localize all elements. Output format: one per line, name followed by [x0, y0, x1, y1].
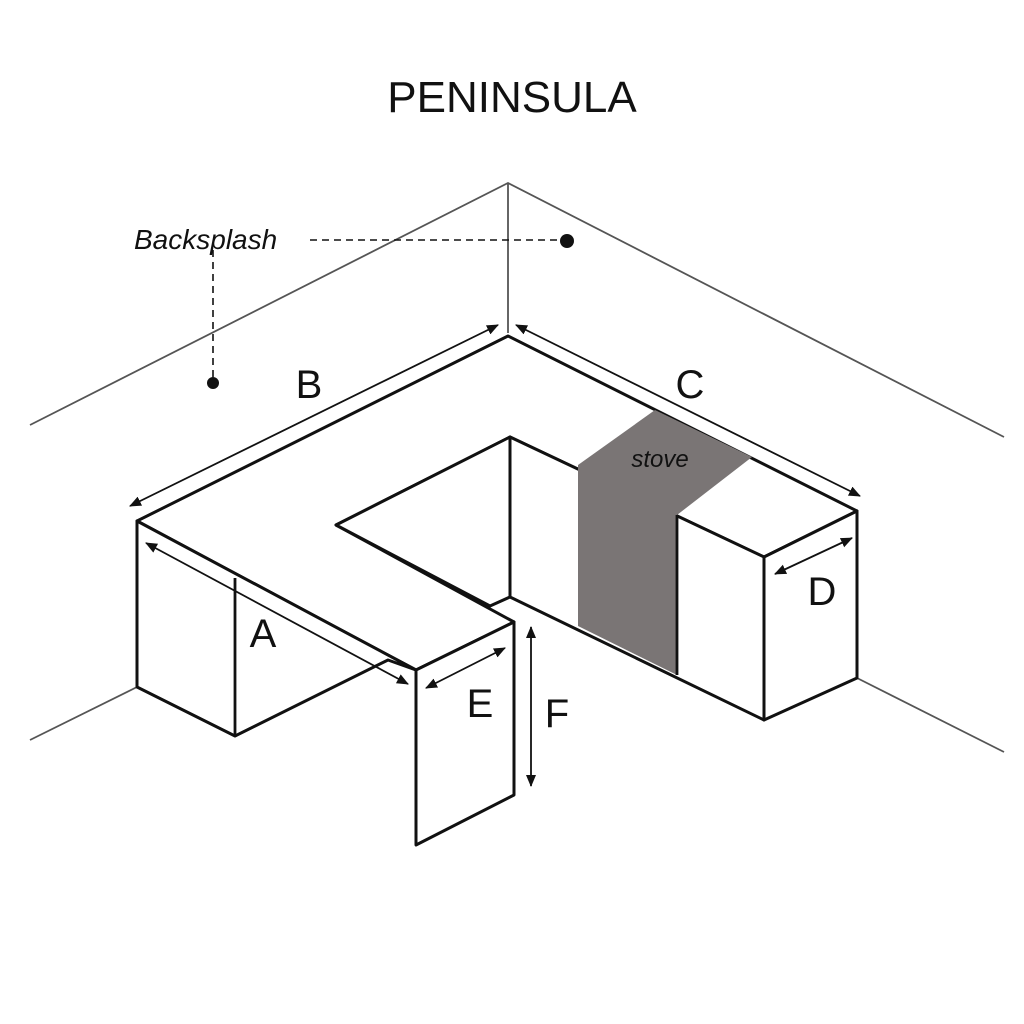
dimension-e-arrow	[425, 647, 506, 689]
backsplash-label: Backsplash	[134, 224, 277, 255]
dimension-d-arrow	[774, 537, 853, 575]
dimension-b-label: B	[296, 363, 323, 407]
backsplash-point-left	[207, 377, 219, 389]
dimension-a-arrow	[145, 542, 409, 685]
backsplash-callout	[207, 234, 574, 389]
dimension-b-arrow	[129, 324, 499, 507]
diagram-title: PENINSULA	[387, 73, 637, 122]
backsplash-point-right	[560, 234, 574, 248]
dimension-arrows	[129, 324, 861, 787]
stove-label: stove	[631, 446, 688, 473]
dimension-f-label: F	[545, 692, 569, 736]
floor-line-left	[29, 686, 138, 741]
dimension-e-label: E	[467, 682, 494, 726]
floor-line-right	[856, 677, 1005, 753]
dimension-d-label: D	[808, 570, 837, 614]
dimension-c-label: C	[676, 363, 705, 407]
dimension-c-arrow	[515, 324, 861, 497]
dimension-a-label: A	[250, 612, 277, 656]
